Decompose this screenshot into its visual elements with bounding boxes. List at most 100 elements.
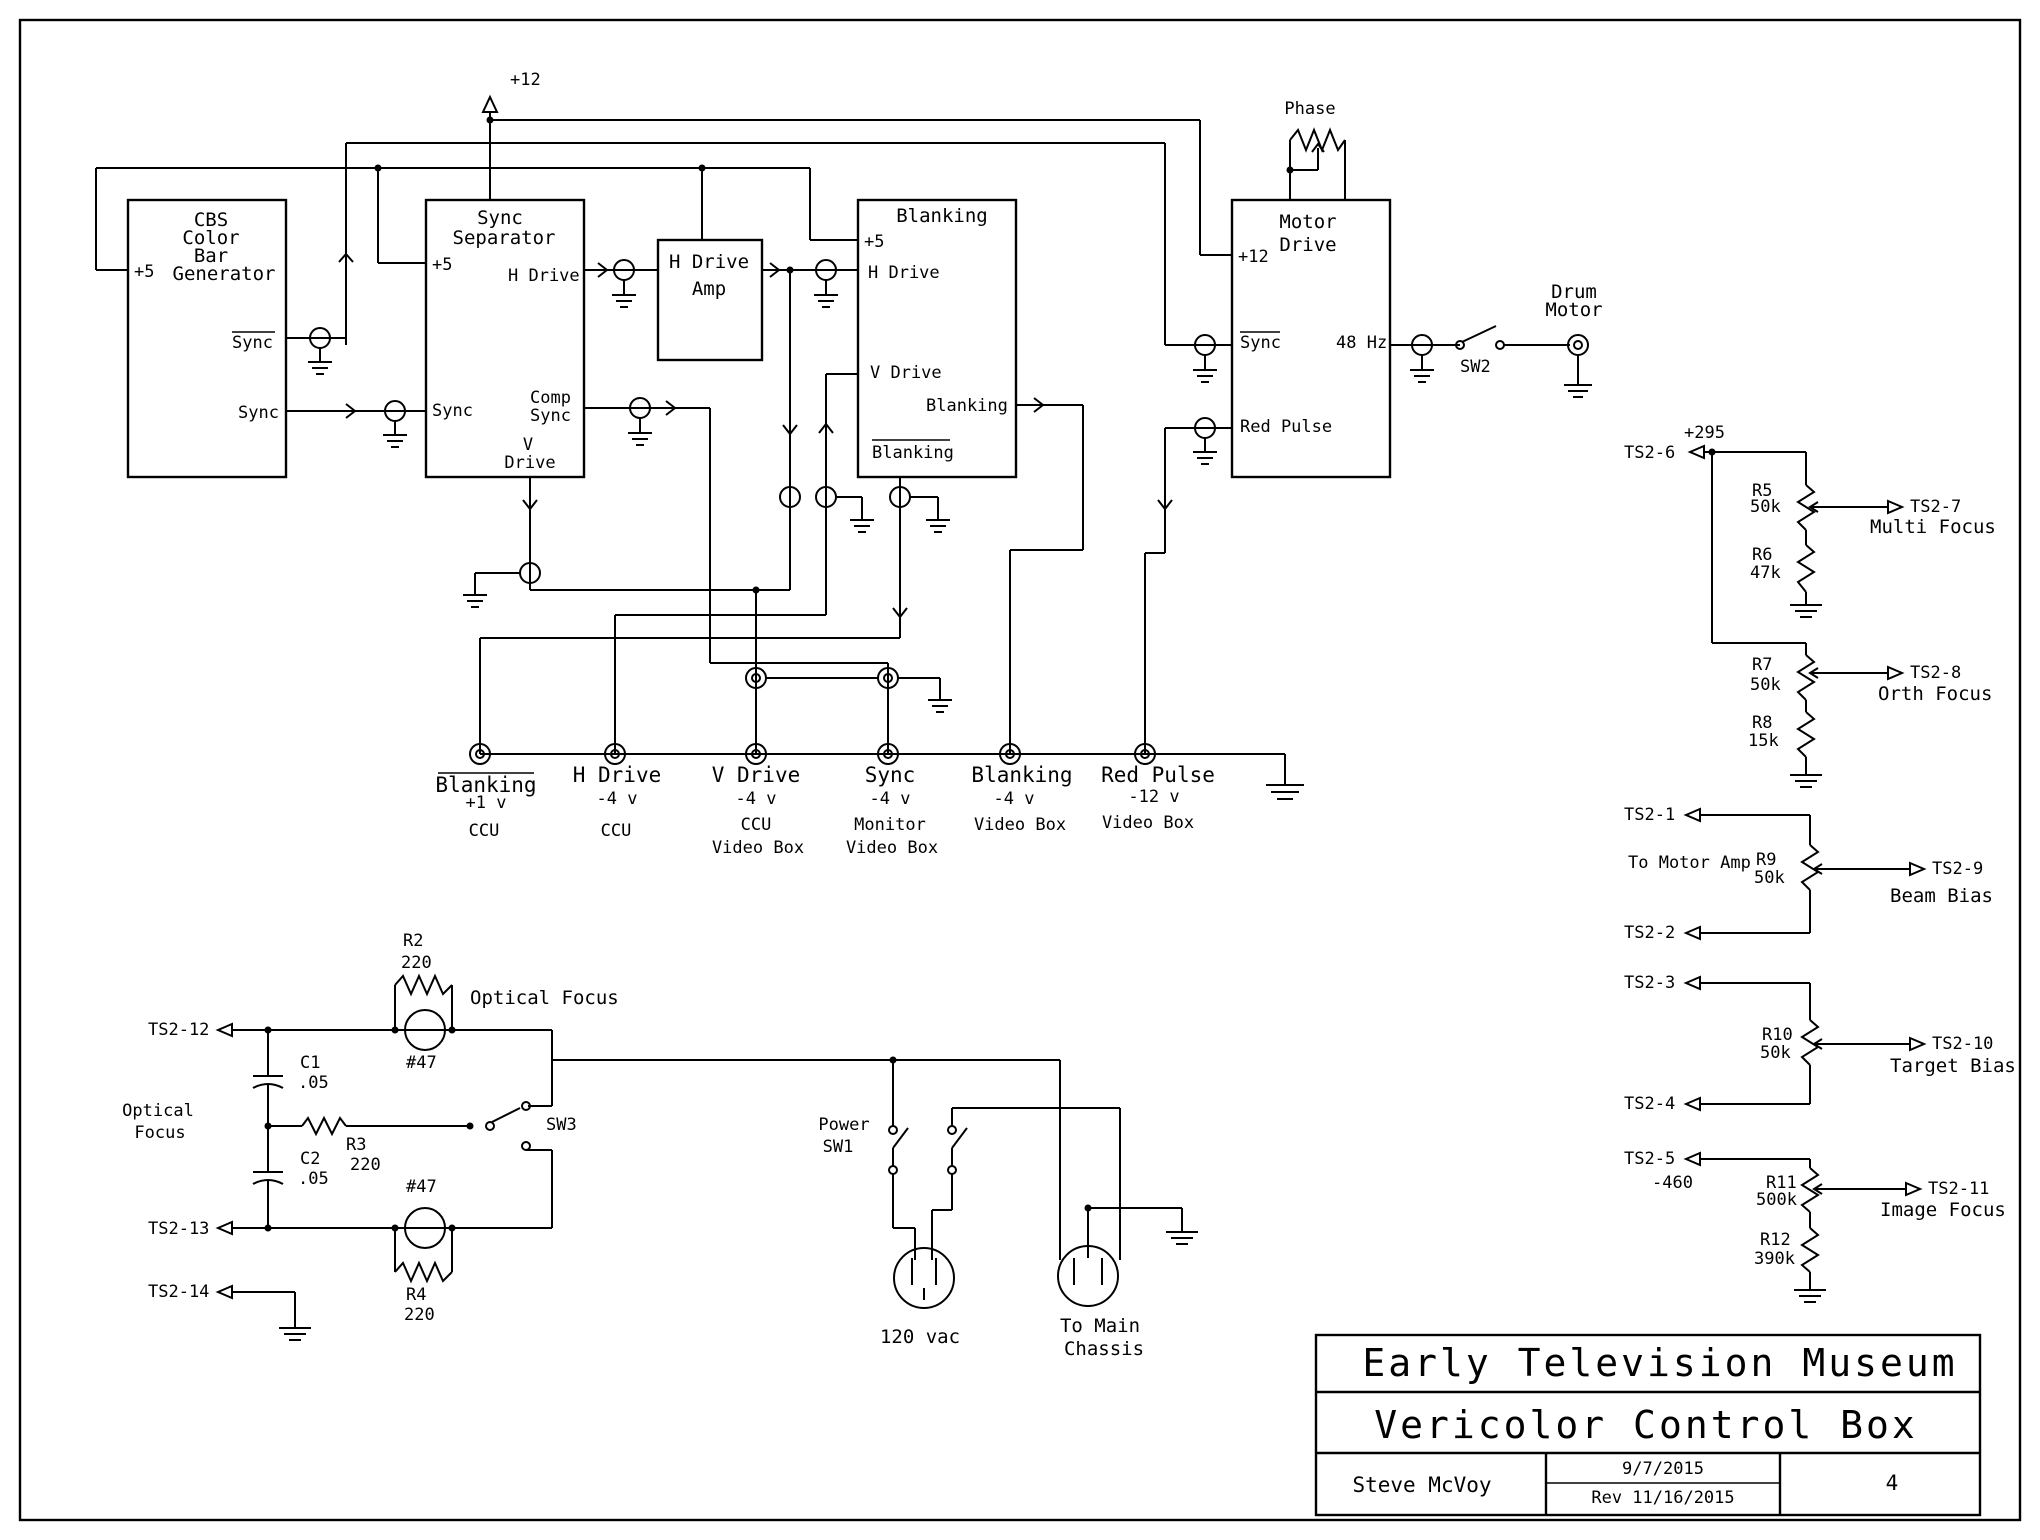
sync-sep-comp-2: Sync <box>530 406 571 426</box>
cbs-color-bar-generator: CBS Color Bar Generator +5 Sync Sync <box>126 198 288 479</box>
cbs-label-3: Bar <box>194 245 228 267</box>
output-redpulse-videobox: Red Pulse -12 v Video Box <box>1101 743 1215 833</box>
author: Steve McVoy <box>1352 1473 1491 1497</box>
output-level: -4 v <box>994 789 1035 809</box>
ts2-13: TS2-13 <box>148 1219 209 1239</box>
phase-label: Phase <box>1284 99 1335 119</box>
power-sw-1: Power <box>818 1115 869 1135</box>
h-amp-label-2: Amp <box>692 278 726 300</box>
ts2-6: TS2-6 <box>1624 443 1675 463</box>
motor-drive: Motor Drive +12 Sync 48 Hz Red Pulse <box>1230 198 1392 479</box>
ts2-7: TS2-7 <box>1910 497 1961 517</box>
r12-val: 390k <box>1754 1249 1795 1269</box>
output-name: Blanking <box>971 763 1072 787</box>
r4-val: 220 <box>404 1305 435 1325</box>
r2-val: 220 <box>401 953 432 973</box>
focus-network: TS2-6 +295 TS2-7 Multi Focus R5 50k R6 4… <box>1624 423 1996 788</box>
sync-sep-comp: Comp <box>530 388 571 408</box>
r10-val: 50k <box>1760 1043 1791 1063</box>
multi-focus: Multi Focus <box>1870 516 1996 538</box>
r6-val: 47k <box>1750 563 1781 583</box>
cbs-sync-bar: Sync <box>232 333 273 353</box>
output-level: -4 v <box>597 789 638 809</box>
ts2-4: TS2-4 <box>1624 1094 1675 1114</box>
blanking-title: Blanking <box>896 205 988 227</box>
power-circuit: Power SW1 120 vac To Main Chassis <box>552 1056 1198 1360</box>
output-vdrive-ccu-videobox: V Drive -4 v CCU Video Box <box>712 743 804 858</box>
blanking-hdrive: H Drive <box>868 263 940 283</box>
beam-bias-network: TS2-1 TS2-2 TS2-9 Beam Bias To Motor Amp… <box>1624 805 1993 943</box>
top-wiring: +12 <box>95 70 1603 800</box>
output-dest: Video Box <box>1102 813 1194 833</box>
output-dest: Monitor <box>854 815 926 835</box>
c2-val: .05 <box>298 1169 329 1189</box>
motor-plus12: +12 <box>1238 247 1269 267</box>
orth-focus: Orth Focus <box>1878 683 1992 705</box>
output-dest-2: Video Box <box>712 838 804 858</box>
r5-val: 50k <box>1750 497 1781 517</box>
ts2-12: TS2-12 <box>148 1020 209 1040</box>
r7: R7 <box>1752 655 1772 675</box>
target-bias-network: TS2-3 TS2-4 TS2-10 Target Bias R10 50k <box>1624 973 2016 1114</box>
blanking-block: Blanking +5 H Drive V Drive Blanking Bla… <box>856 198 1018 479</box>
sheet-border <box>18 18 2022 1522</box>
revision: Rev 11/16/2015 <box>1591 1488 1734 1508</box>
r7-val: 50k <box>1750 675 1781 695</box>
cbs-label-1: CBS <box>194 209 228 231</box>
output-name: Blanking <box>435 773 536 797</box>
sheet-number: 4 <box>1886 1471 1899 1495</box>
power-sw-2: SW1 <box>823 1137 854 1157</box>
target-bias: Target Bias <box>1890 1055 2016 1077</box>
r11-val: 500k <box>1756 1190 1797 1210</box>
ts2-8: TS2-8 <box>1910 663 1961 683</box>
lamp1: #47 <box>406 1053 437 1073</box>
cbs-plus5: +5 <box>134 262 154 282</box>
motor-red-pulse: Red Pulse <box>1240 417 1332 437</box>
ts2-11: TS2-11 <box>1928 1179 1989 1199</box>
output-hdrive-ccu: H Drive -4 v CCU <box>573 743 662 841</box>
output-blanking-ccu: Blanking +1 v CCU <box>435 743 537 841</box>
drawing-title: Vericolor Control Box <box>1374 1403 1917 1447</box>
blanking-vdrive: V Drive <box>870 363 942 383</box>
motor-label-2: Drive <box>1279 234 1336 256</box>
output-level: -12 v <box>1128 787 1179 807</box>
blanking-plus5: +5 <box>864 232 884 252</box>
image-focus-network: TS2-5 -460 TS2-11 Image Focus R11 500k R… <box>1624 1149 2006 1303</box>
motor-48hz: 48 Hz <box>1336 333 1387 353</box>
motor-label-1: Motor <box>1279 211 1336 233</box>
sync-sep-label-1: Sync <box>477 207 523 229</box>
h-drive-amp: H Drive Amp <box>656 238 764 362</box>
ts2-9: TS2-9 <box>1932 859 1983 879</box>
motor-sync-bar: Sync <box>1240 333 1281 353</box>
optical-side-1: Optical <box>122 1101 194 1121</box>
c2: C2 <box>300 1149 320 1169</box>
ac-label: 120 vac <box>880 1326 960 1348</box>
sync-sep-hdrive: H Drive <box>508 266 580 286</box>
output-name: Red Pulse <box>1101 763 1215 787</box>
r8-val: 15k <box>1748 731 1779 751</box>
r9-val: 50k <box>1754 868 1785 888</box>
output-name: Sync <box>865 763 916 787</box>
r3: R3 <box>346 1135 366 1155</box>
r5: R5 <box>1752 481 1772 501</box>
ts2-10: TS2-10 <box>1932 1034 1993 1054</box>
sync-sep-label-2: Separator <box>453 227 556 249</box>
r6: R6 <box>1752 545 1772 565</box>
blanking-out: Blanking <box>926 396 1008 416</box>
ts2-5: TS2-5 <box>1624 1149 1675 1169</box>
r10: R10 <box>1762 1025 1793 1045</box>
r8: R8 <box>1752 713 1772 733</box>
r9: R9 <box>1756 850 1776 870</box>
chassis-label-1: To Main <box>1060 1315 1140 1337</box>
output-name: H Drive <box>573 763 662 787</box>
r11: R11 <box>1766 1173 1797 1193</box>
optical-focus-circuit: TS2-12 R2 220 #47 Optical Focus C1 .05 C… <box>122 931 619 1341</box>
drum-label-2: Motor <box>1545 299 1602 321</box>
ts2-14: TS2-14 <box>148 1282 209 1302</box>
image-focus: Image Focus <box>1880 1199 2006 1221</box>
sync-separator: Sync Separator +5 H Drive Sync Comp Sync… <box>424 198 586 479</box>
ts2-3: TS2-3 <box>1624 973 1675 993</box>
drawing-date: 9/7/2015 <box>1622 1459 1704 1479</box>
output-level: +1 v <box>466 793 507 813</box>
sync-sep-v: V <box>523 435 533 455</box>
